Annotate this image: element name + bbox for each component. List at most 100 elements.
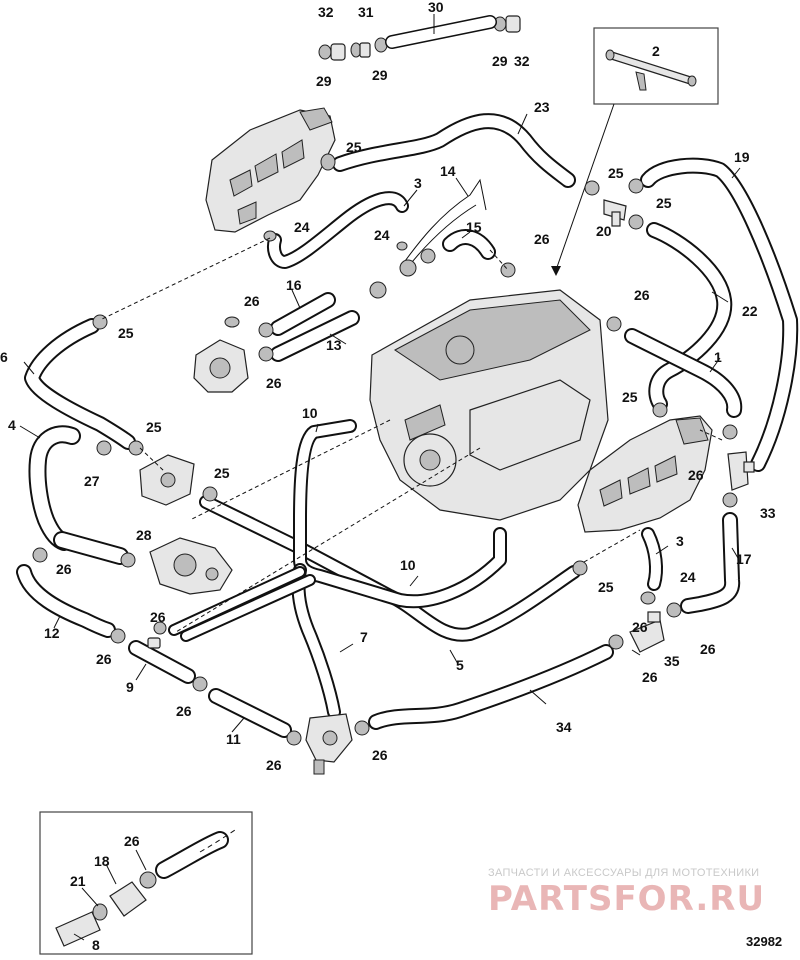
watermark: ЗАПЧАСТИ И АКСЕССУАРЫ ДЛЯ МОТОТЕХНИКИ PA… [488,867,765,919]
label-18: 18 [94,853,110,869]
label-22: 22 [742,303,758,319]
hose-4-lower [53,531,129,565]
hose-7 [291,563,341,719]
label-7: 7 [360,629,368,645]
label-24-mid: 24 [374,227,390,243]
label-26-therm-top: 26 [244,293,260,309]
label-26-pipe: 26 [534,231,550,247]
part-29-32-fittings [318,15,521,61]
label-19: 19 [734,149,750,165]
label-35: 35 [664,653,680,669]
hose-16 [270,292,336,336]
part-28-seawater-pump [149,537,233,595]
label-24-top: 24 [294,219,310,235]
label-25-bottom: 25 [598,579,614,595]
hose-22 [646,222,733,412]
inset-drain-assembly [55,827,239,947]
exhaust-manifold-port [205,107,336,233]
label-27: 27 [84,473,100,489]
label-15: 15 [466,219,482,235]
label-24-right: 24 [680,569,696,585]
label-26-left: 26 [56,561,72,577]
label-26-right: 26 [634,287,650,303]
label-3-upper: 3 [414,175,422,191]
hose-6 [24,318,136,450]
hose-3-lower [641,527,663,591]
hose-10 [293,419,507,609]
label-25-top: 25 [346,139,362,155]
part-20-tee [603,199,627,227]
label-28: 28 [136,527,152,543]
label-26-34: 26 [372,747,388,763]
label-11: 11 [226,731,241,747]
label-25-center: 25 [214,465,230,481]
label-29-mid: 29 [372,67,388,83]
label-25-right-mid: 25 [622,389,638,405]
label-1: 1 [714,349,722,365]
hose-17 [680,512,741,614]
label-6: 6 [0,349,8,365]
label-26-9-top: 26 [150,609,166,625]
label-10-upper: 10 [302,405,318,421]
label-34: 34 [556,719,572,735]
label-16: 16 [286,277,302,293]
inset-leaders [73,849,147,941]
label-26-therm-bottom: 26 [266,375,282,391]
label-23: 23 [534,99,550,115]
label-29-right: 29 [492,53,508,69]
part-33-tee [727,451,755,491]
exhaust-manifold-starboard [577,415,713,533]
hose-3-upper [267,191,409,269]
label-31: 31 [358,4,374,20]
part-9-fitting [128,637,196,684]
label-26-35-bottom: 26 [642,669,658,685]
label-13: 13 [326,337,342,353]
inset-box-drain [39,811,253,955]
hose-12 [16,564,116,638]
hose-13 [270,310,360,362]
connection-dash-lines [99,237,723,633]
hose-34 [368,644,614,730]
part-2-pipe [605,49,697,91]
hose-5 [199,495,581,642]
label-26-17: 26 [700,641,716,657]
label-25-tee-right: 25 [656,195,672,211]
label-25-tee-left: 25 [608,165,624,181]
label-30: 30 [428,0,444,15]
label-26-11: 26 [266,757,282,773]
label-3-lower: 3 [676,533,684,549]
hose-15 [442,229,496,260]
label-8: 8 [92,937,100,953]
label-20: 20 [596,223,612,239]
inset-box-pipe [593,27,719,105]
label-32-right: 32 [514,53,530,69]
label-26-inset: 26 [124,833,140,849]
callout-labels: 30 32 31 29 29 29 32 2 23 25 3 14 24 24 … [0,0,776,953]
hose-23 [332,113,576,188]
label-25-block: 25 [146,419,162,435]
arrow-head [551,266,561,276]
leader-lines [19,14,741,733]
distribution-block [139,454,195,506]
label-2: 2 [652,43,660,59]
hose-1 [624,328,743,418]
label-14: 14 [440,163,456,179]
label-9: 9 [126,679,134,695]
label-5: 5 [456,657,464,673]
part-35-tee [629,611,665,653]
hose-30 [385,15,497,49]
thermostat-housing [193,316,249,393]
watermark-tagline: ЗАПЧАСТИ И АКСЕССУАРЫ ДЛЯ МОТОТЕХНИКИ [488,867,759,879]
label-32-left: 32 [318,4,334,20]
label-26-12: 26 [96,651,112,667]
label-21: 21 [70,873,86,889]
hose-crossover [168,566,316,642]
hose-4 [28,425,81,551]
label-33: 33 [760,505,776,521]
label-4: 4 [8,417,16,433]
hose-11 [208,688,292,738]
watermark-brand: PARTSFOR.RU [488,879,765,919]
engine-block [369,289,609,521]
